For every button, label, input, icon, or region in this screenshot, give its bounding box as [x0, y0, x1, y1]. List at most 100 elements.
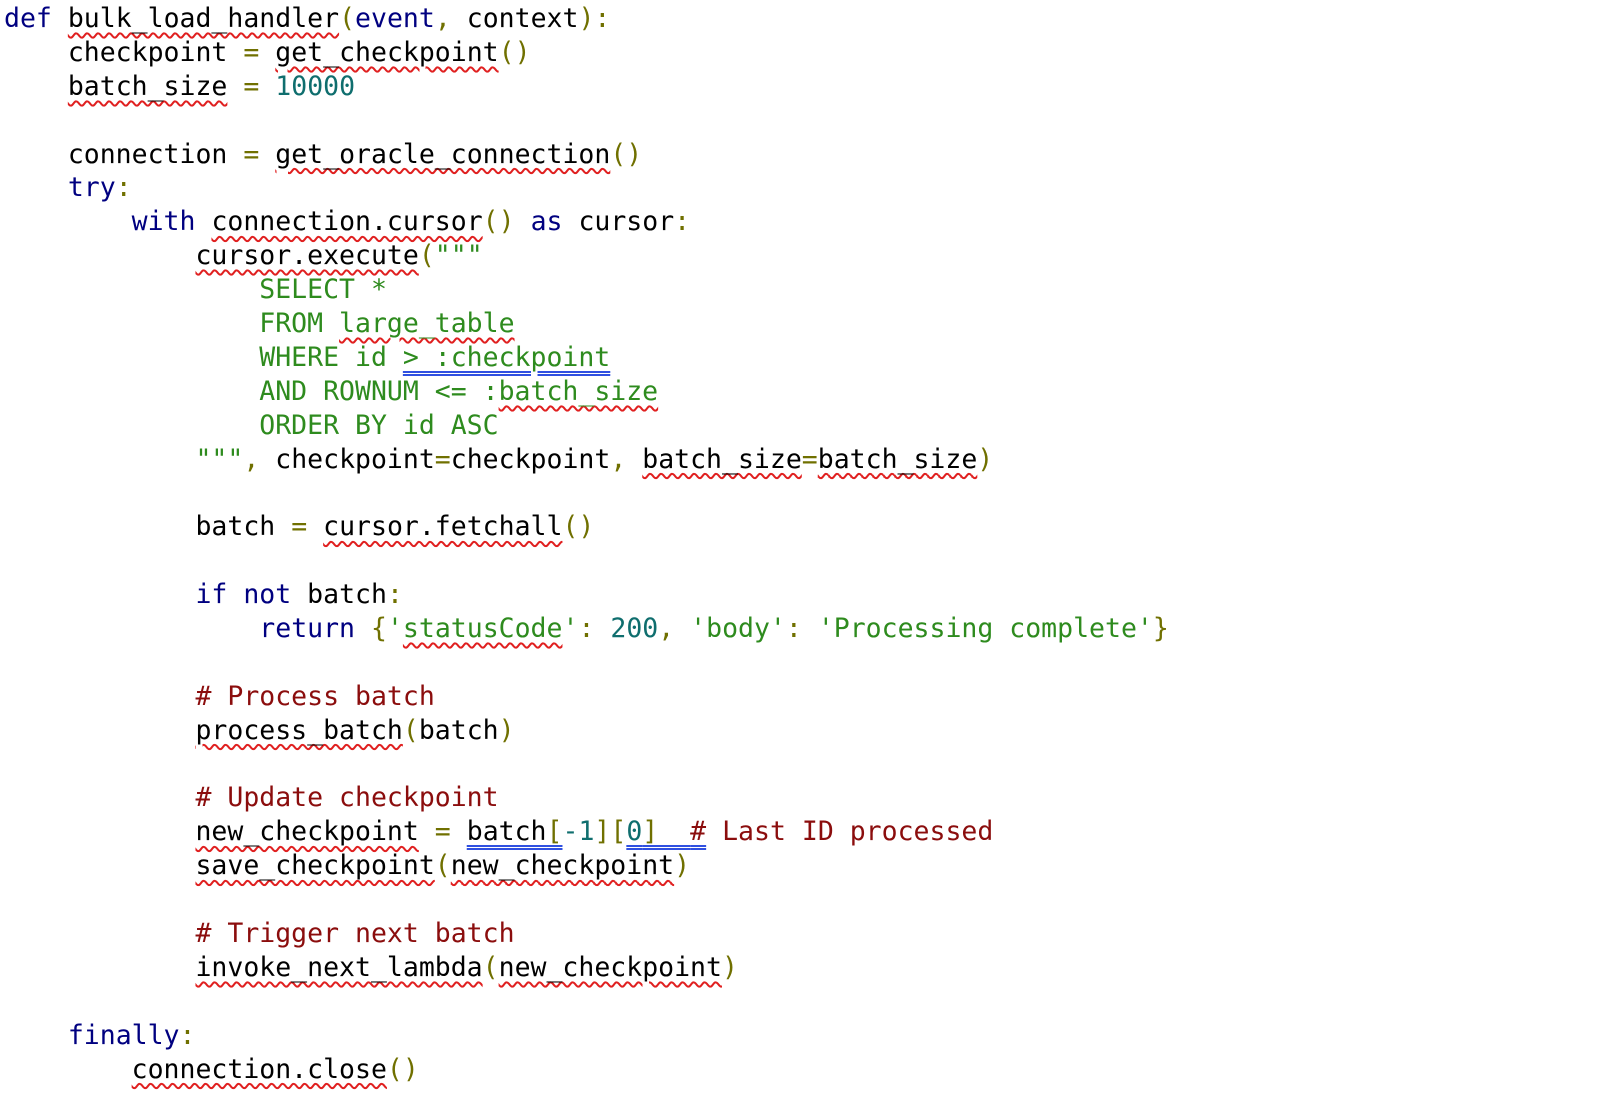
code-token: save_checkpoint: [195, 850, 435, 882]
code-line[interactable]: # Update checkpoint: [4, 781, 1604, 815]
code-token: ][: [594, 816, 627, 848]
code-line[interactable]: def bulk_load_handler(event, context):: [4, 2, 1604, 36]
code-line[interactable]: [4, 748, 1604, 782]
code-line[interactable]: ORDER BY id ASC: [4, 409, 1604, 443]
code-line[interactable]: [4, 544, 1604, 578]
code-token: [4, 918, 195, 949]
code-line[interactable]: [4, 476, 1604, 510]
code-token: batch_size: [498, 375, 659, 407]
code-token: AND ROWNUM <= :: [4, 375, 499, 407]
code-line[interactable]: batch = cursor.fetchall(): [4, 510, 1604, 544]
code-line[interactable]: [4, 883, 1604, 917]
code-line[interactable]: AND ROWNUM <= :batch_size: [4, 375, 1604, 409]
code-editor[interactable]: def bulk_load_handler(event, context): c…: [4, 2, 1604, 1087]
code-token: not: [243, 579, 292, 611]
code-token: new_checkpoint: [450, 850, 675, 882]
code-token: with: [131, 206, 196, 238]
code-line[interactable]: [4, 104, 1604, 138]
code-line[interactable]: [4, 646, 1604, 680]
code-line[interactable]: try:: [4, 171, 1604, 205]
code-token: cursor.execute: [195, 240, 419, 272]
code-token: batch: [418, 714, 499, 746]
code-token: connection.close: [131, 1053, 387, 1085]
code-token: process_batch: [195, 714, 403, 746]
code-token: [307, 511, 323, 542]
code-token: [: [546, 816, 563, 848]
code-line[interactable]: if not batch:: [4, 578, 1604, 612]
code-token: ,: [658, 613, 691, 645]
code-line[interactable]: checkpoint = get_checkpoint(): [4, 36, 1604, 70]
code-token: =: [243, 70, 260, 102]
code-line[interactable]: WHERE id > :checkpoint: [4, 341, 1604, 375]
code-line[interactable]: process_batch(batch): [4, 714, 1604, 748]
code-token: 0: [626, 816, 643, 848]
code-token: WHERE id: [4, 341, 403, 373]
code-token: batch: [4, 511, 292, 543]
code-line[interactable]: new_checkpoint = batch[-1][0] # Last ID …: [4, 815, 1604, 849]
code-token: ORDER BY id ASC: [4, 409, 499, 441]
code-token: cursor: [562, 206, 675, 238]
code-token: =: [434, 816, 451, 848]
code-line[interactable]: # Trigger next batch: [4, 917, 1604, 951]
code-token: (: [339, 3, 356, 34]
code-token: FROM: [4, 308, 340, 340]
code-token: [195, 206, 211, 237]
code-token: #: [690, 816, 707, 848]
code-token: event: [355, 3, 435, 34]
code-token: cursor.fetchall: [323, 511, 563, 543]
code-token: (): [610, 138, 643, 170]
code-token: invoke_next_lambda: [195, 951, 483, 983]
code-line[interactable]: [4, 985, 1604, 1019]
code-token: (: [482, 951, 499, 983]
code-token: statusCode: [402, 613, 563, 645]
code-line[interactable]: # Process batch: [4, 680, 1604, 714]
code-token: (): [386, 1053, 419, 1085]
code-line[interactable]: finally:: [4, 1019, 1604, 1053]
code-token: ]: [642, 816, 691, 848]
code-token: [4, 850, 195, 881]
code-token: [4, 579, 195, 610]
code-line[interactable]: save_checkpoint(new_checkpoint): [4, 849, 1604, 883]
code-token: SELECT *: [4, 274, 387, 306]
code-token: connection.cursor: [211, 206, 483, 238]
code-token: (: [418, 240, 435, 272]
code-line[interactable]: connection.close(): [4, 1053, 1604, 1087]
code-token: connection: [4, 138, 244, 170]
code-token: [451, 816, 467, 847]
code-token: (: [434, 850, 451, 882]
code-token: (): [562, 511, 595, 543]
code-token: [4, 206, 132, 237]
code-line[interactable]: with connection.cursor() as cursor:: [4, 205, 1604, 239]
code-token: [4, 816, 195, 847]
code-line[interactable]: cursor.execute(""": [4, 239, 1604, 273]
code-token: batch: [466, 816, 547, 848]
code-token: [259, 139, 275, 170]
code-token: (: [402, 714, 419, 746]
code-token: [4, 715, 195, 746]
code-token: checkpoint: [4, 36, 244, 68]
code-token: :: [674, 206, 691, 238]
code-line[interactable]: SELECT *: [4, 273, 1604, 307]
code-token: :: [115, 172, 132, 204]
code-token: [4, 1020, 68, 1051]
code-token: :: [578, 613, 611, 645]
code-token: :: [785, 613, 818, 645]
code-token: =: [434, 443, 451, 475]
code-line[interactable]: FROM large_table: [4, 307, 1604, 341]
code-token: [4, 71, 68, 102]
code-token: as: [530, 206, 563, 238]
code-line[interactable]: invoke_next_lambda(new_checkpoint): [4, 951, 1604, 985]
code-token: ,: [610, 443, 643, 475]
code-token: 200: [610, 613, 659, 645]
code-line[interactable]: connection = get_oracle_connection(): [4, 138, 1604, 172]
code-token: 'body': [690, 613, 786, 645]
code-token: Last ID processed: [706, 816, 994, 848]
code-line[interactable]: return {'statusCode': 200, 'body': 'Proc…: [4, 612, 1604, 646]
code-token: context: [466, 3, 579, 34]
code-token: batch_size: [67, 70, 228, 102]
code-token: return: [259, 613, 356, 645]
code-line[interactable]: """, checkpoint=checkpoint, batch_size=b…: [4, 443, 1604, 477]
code-token: [4, 1054, 132, 1085]
code-token: (): [498, 36, 531, 68]
code-line[interactable]: batch_size = 10000: [4, 70, 1604, 104]
